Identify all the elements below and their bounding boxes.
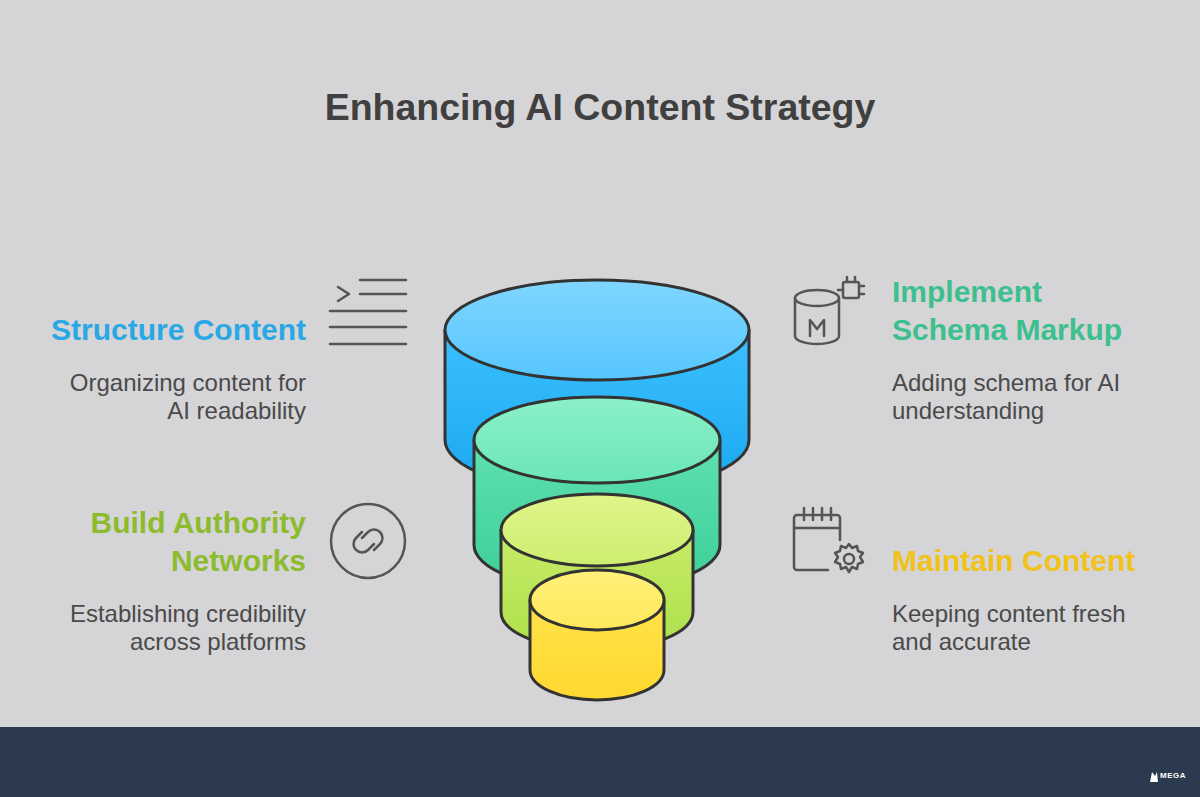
item-description: Establishing credibility across platform… (51, 600, 306, 656)
watermark-icon (1150, 772, 1158, 782)
strategy-item: Implement Schema MarkupAdding schema for… (892, 273, 1172, 425)
item-heading: Build Authority Networks (56, 504, 306, 580)
icons (330, 277, 864, 578)
item-description: Adding schema for AI understanding (892, 369, 1147, 425)
item-heading: Implement Schema Markup (892, 273, 1142, 349)
item-description: Organizing content for AI readability (51, 369, 306, 425)
funnel-tiers (445, 280, 749, 700)
item-heading: Structure Content (26, 311, 306, 349)
strategy-item: Build Authority NetworksEstablishing cre… (26, 504, 306, 656)
strategy-item: Structure ContentOrganizing content for … (26, 311, 306, 425)
item-heading: Maintain Content (892, 542, 1182, 580)
watermark: MEGA (1160, 771, 1186, 781)
item-description: Keeping content fresh and accurate (892, 600, 1147, 656)
diagram-title: Enhancing AI Content Strategy (0, 84, 1200, 130)
footer-band (0, 727, 1200, 797)
strategy-item: Maintain ContentKeeping content fresh an… (892, 542, 1182, 656)
